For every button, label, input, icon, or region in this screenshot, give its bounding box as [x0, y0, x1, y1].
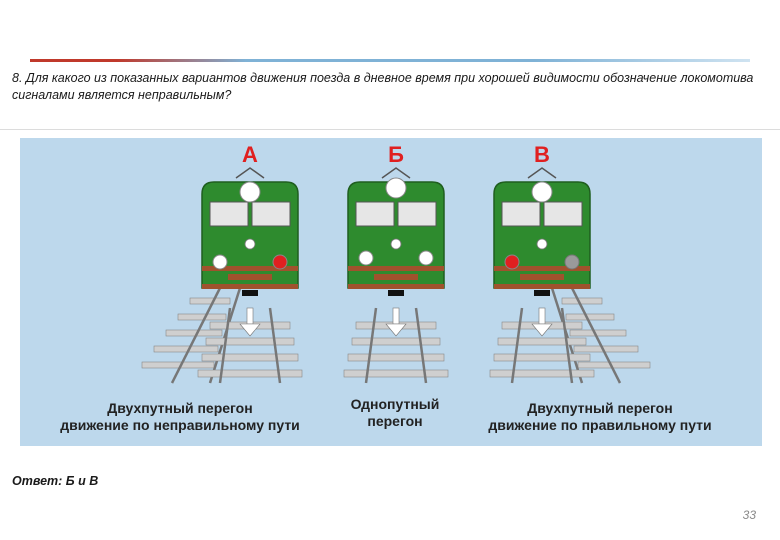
caption-a-line1: Двухпутный перегон: [107, 400, 253, 416]
variant-letter-v: В: [534, 142, 550, 167]
variant-letter-a: А: [242, 142, 258, 167]
left-buffer-light-a: [212, 254, 228, 270]
illustration-panel: А Б В Двухпутный перегон движение по неп…: [20, 138, 762, 446]
top-headlight-a: [239, 181, 261, 203]
caption-b-line2: перегон: [367, 413, 423, 429]
answer-text: Ответ: Б и В: [12, 474, 99, 488]
question-text: 8. Для какого из показанных вариантов дв…: [12, 71, 754, 102]
right-buffer-light-a: [272, 254, 288, 270]
variant-letter-b: Б: [388, 142, 404, 167]
caption-v-line2: движение по правильному пути: [488, 417, 712, 433]
top-headlight-b: [385, 177, 407, 199]
left-buffer-light-b: [358, 250, 374, 266]
locomotive-a: [140, 167, 304, 385]
caption-b-line1: Однопутный: [350, 396, 440, 412]
header-divider: [0, 129, 780, 130]
caption-a: Двухпутный перегон движение по неправиль…: [30, 400, 330, 434]
left-buffer-light-v: [504, 254, 520, 270]
caption-v-line1: Двухпутный перегон: [527, 400, 673, 416]
header-accent-line: [30, 59, 750, 62]
page-number: 33: [742, 508, 756, 522]
locomotives-illustration: [140, 167, 652, 385]
caption-b: Однопутный перегон: [320, 396, 470, 430]
locomotive-b: [342, 167, 450, 385]
locomotive-v: [488, 167, 652, 385]
right-buffer-light-b: [418, 250, 434, 266]
top-headlight-v: [531, 181, 553, 203]
caption-a-line2: движение по неправильному пути: [60, 417, 300, 433]
right-buffer-light-v: [564, 254, 580, 270]
caption-v: Двухпутный перегон движение по правильно…: [450, 400, 750, 434]
